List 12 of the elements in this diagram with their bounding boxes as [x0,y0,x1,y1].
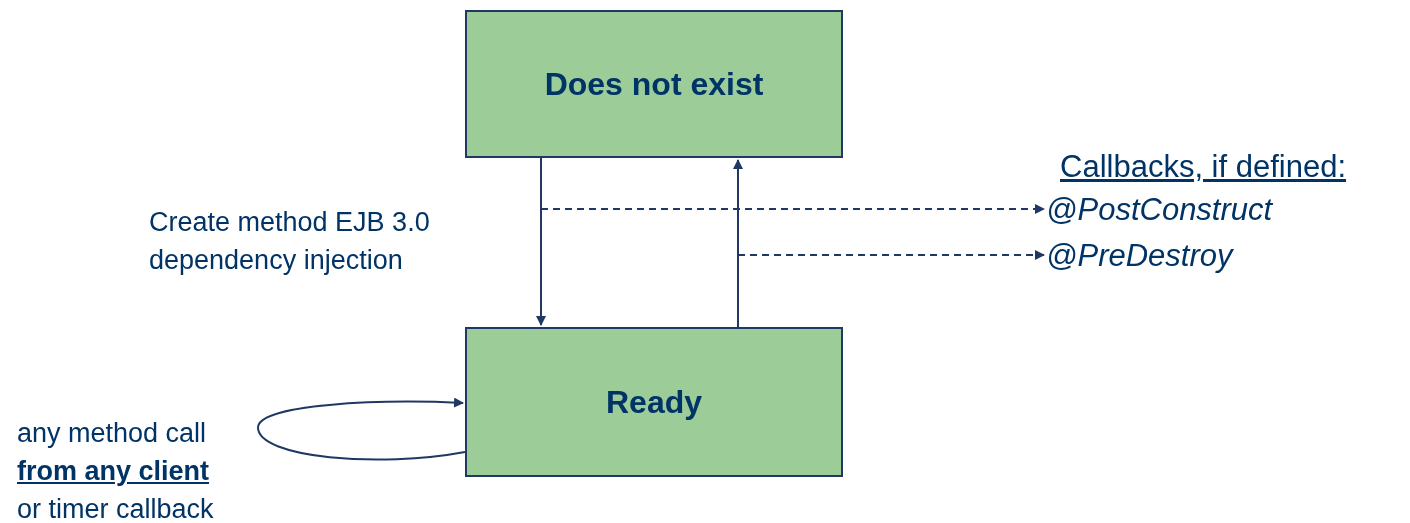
arrow [536,157,546,326]
state-box: Ready [465,327,843,477]
arrow [257,397,466,461]
callbacks-heading: Callbacks, if defined: [1060,148,1347,186]
edge-label: any method call from any client or timer callback [17,417,215,523]
state-box: Does not exist [465,10,843,158]
arrow [733,159,743,328]
callback-text: @PostConstruct [1046,189,1386,229]
edge-label: Create method EJB 3.0 dependency injection [149,206,431,277]
dashed-arrow [737,250,1045,260]
callback-text: @PreDestroy [1046,235,1386,275]
dashed-arrow [540,204,1045,214]
